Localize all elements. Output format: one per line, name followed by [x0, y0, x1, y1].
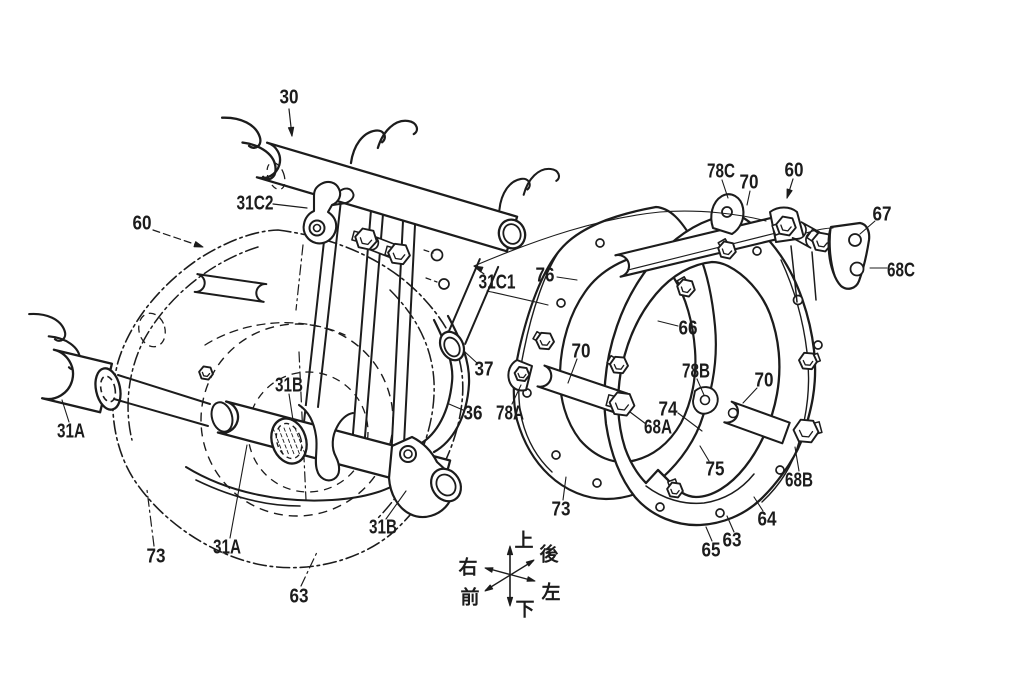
svg-text:31B: 31B — [275, 375, 303, 397]
svg-text:31B: 31B — [369, 517, 397, 539]
svg-text:73: 73 — [552, 499, 571, 521]
svg-text:70: 70 — [755, 370, 774, 392]
svg-text:68B: 68B — [785, 470, 813, 492]
svg-text:37: 37 — [475, 359, 494, 381]
svg-text:78A: 78A — [496, 403, 524, 425]
svg-text:31C1: 31C1 — [479, 272, 516, 294]
svg-text:66: 66 — [679, 318, 698, 340]
svg-text:68C: 68C — [887, 260, 915, 282]
svg-text:70: 70 — [740, 172, 759, 194]
svg-text:68A: 68A — [644, 417, 672, 439]
svg-text:73: 73 — [147, 546, 166, 568]
svg-text:36: 36 — [464, 403, 483, 425]
svg-text:78B: 78B — [682, 361, 710, 383]
svg-text:31A: 31A — [57, 421, 85, 443]
svg-text:31C2: 31C2 — [237, 193, 274, 215]
svg-text:75: 75 — [706, 459, 725, 481]
svg-text:上: 上 — [514, 530, 533, 552]
svg-text:前: 前 — [460, 586, 479, 609]
svg-text:76: 76 — [536, 265, 555, 287]
svg-text:30: 30 — [280, 87, 299, 109]
svg-text:左: 左 — [541, 581, 560, 604]
svg-text:31A: 31A — [213, 537, 241, 559]
svg-text:63: 63 — [290, 586, 309, 608]
svg-text:63: 63 — [723, 530, 742, 552]
svg-text:下: 下 — [515, 600, 534, 621]
svg-text:78C: 78C — [707, 161, 735, 183]
svg-text:右: 右 — [457, 556, 477, 579]
svg-text:65: 65 — [702, 540, 721, 562]
svg-text:67: 67 — [873, 204, 892, 226]
svg-text:74: 74 — [659, 399, 679, 421]
svg-text:60: 60 — [133, 213, 152, 235]
svg-text:70: 70 — [572, 341, 591, 363]
svg-text:64: 64 — [758, 509, 778, 531]
svg-text:60: 60 — [785, 160, 804, 182]
svg-text:後: 後 — [539, 543, 559, 566]
